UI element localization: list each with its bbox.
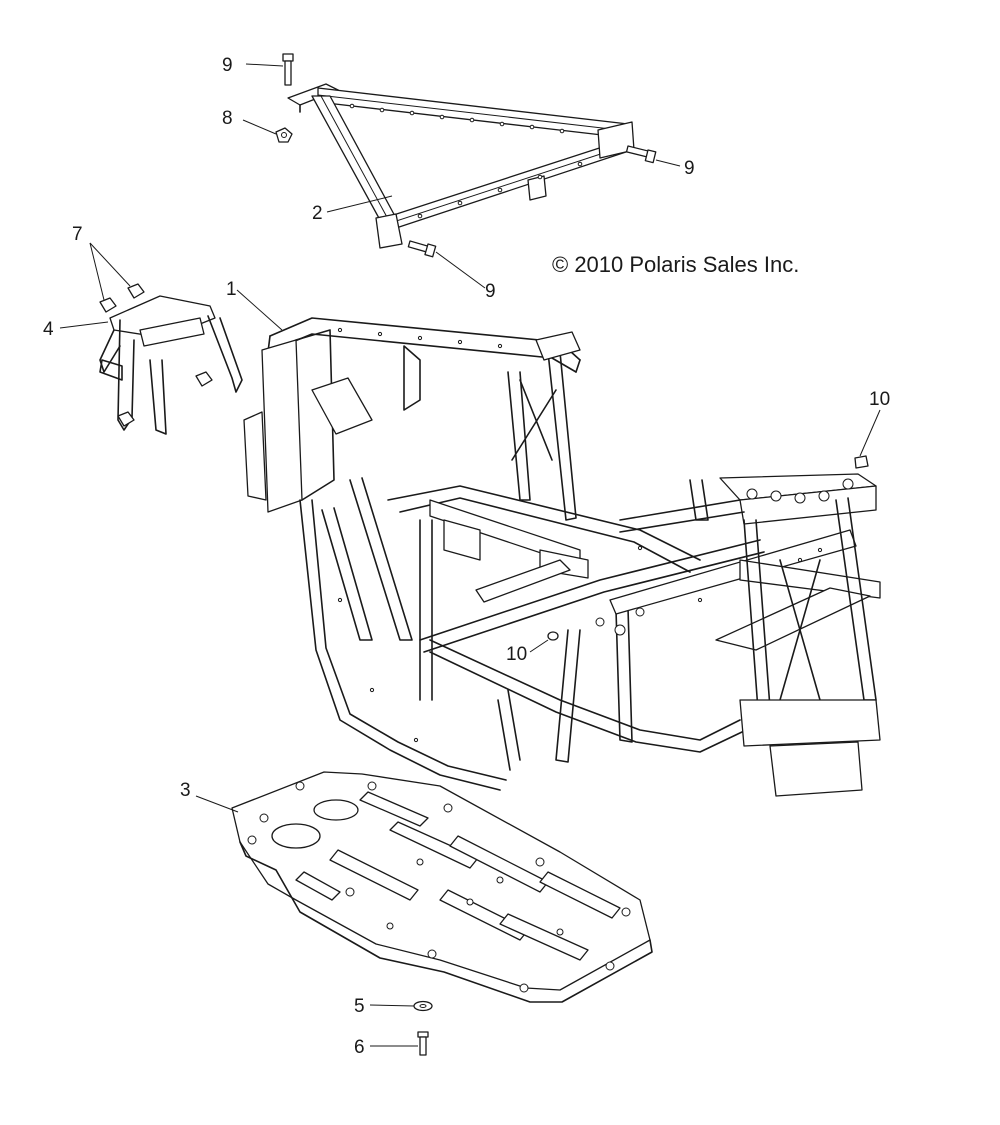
bolt-9-lower [407, 240, 437, 258]
callout-10-center: 10 [506, 644, 527, 665]
copyright-text: © 2010 Polaris Sales Inc. [552, 252, 799, 277]
nut-8 [275, 127, 293, 143]
front-brace-part-2 [287, 83, 635, 249]
leader-lines [59, 63, 881, 1047]
callout-3: 3 [180, 780, 191, 801]
skid-plate-part-3 [231, 771, 653, 1003]
callout-7: 7 [72, 224, 83, 245]
plug-10-center [547, 631, 559, 641]
mount-bracket-part-4 [99, 283, 243, 435]
callout-9-lower: 9 [485, 281, 496, 302]
callout-8: 8 [222, 108, 233, 129]
bolt-6 [417, 1031, 429, 1056]
callout-9-right: 9 [684, 158, 695, 179]
main-frame-part-1 [243, 317, 881, 797]
callout-5: 5 [354, 996, 365, 1017]
bolt-9-top [282, 53, 294, 86]
callout-4: 4 [43, 319, 54, 340]
callout-2: 2 [312, 203, 323, 224]
callout-1: 1 [226, 279, 237, 300]
callout-6: 6 [354, 1037, 365, 1058]
callout-10-right: 10 [869, 389, 890, 410]
callout-numbers: 9 8 9 2 9 7 1 4 10 10 3 5 6 [43, 55, 890, 1058]
bolt-9-right [625, 145, 657, 164]
callout-9-top: 9 [222, 55, 233, 76]
plug-10-right [854, 455, 869, 469]
washer-5 [413, 1000, 433, 1012]
